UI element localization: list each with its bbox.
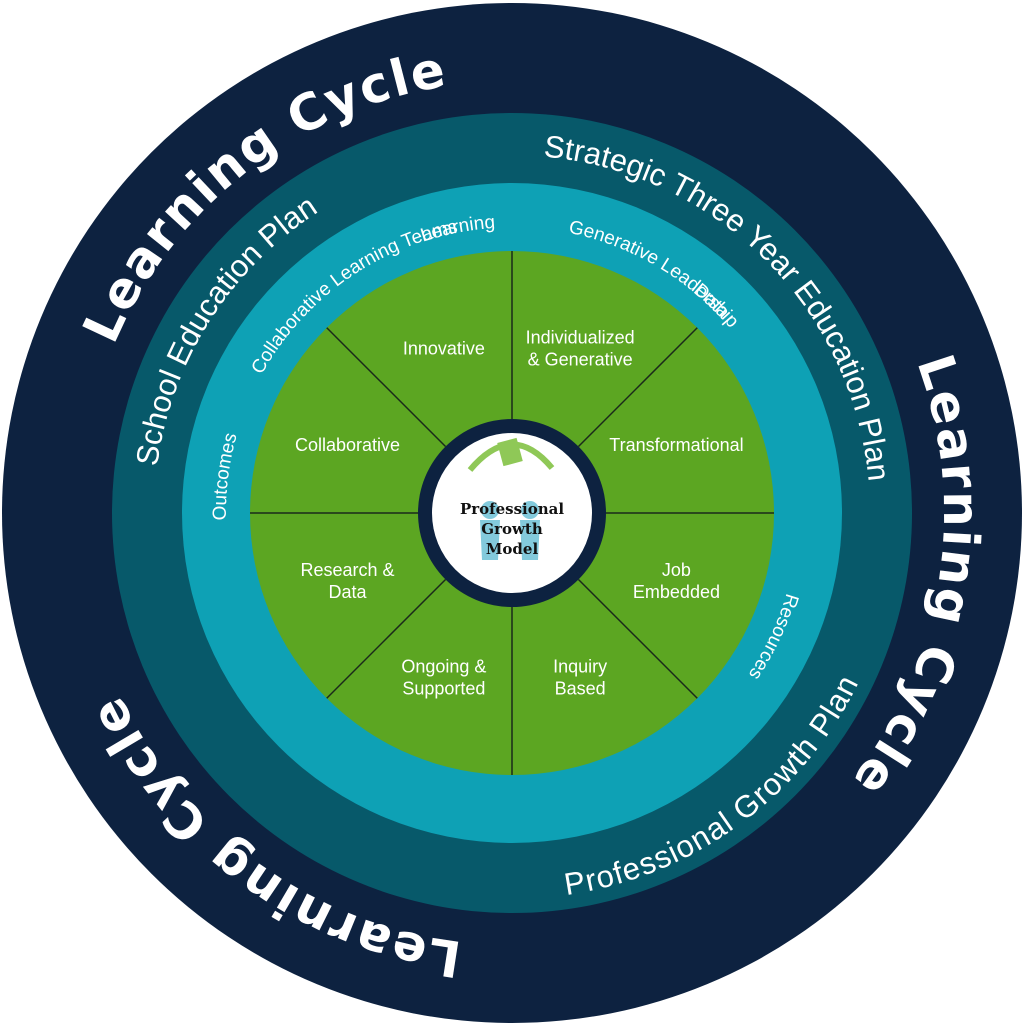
sector-divider — [326, 578, 447, 699]
sector-label: Based — [555, 678, 606, 698]
sector-label: Collaborative — [295, 435, 400, 455]
sector-label: Research & — [301, 560, 395, 580]
sector-label: Job — [662, 560, 691, 580]
sector-labels: Individualized& GenerativeTransformation… — [295, 328, 744, 699]
people-with-book-icon — [467, 437, 555, 560]
sector-label: & Generative — [528, 350, 633, 370]
sector-divider — [577, 327, 698, 448]
sector-label: Data — [329, 582, 368, 602]
hub-fill — [432, 433, 592, 593]
sector-label: Transformational — [609, 435, 743, 455]
sector-label: Ongoing & — [401, 656, 486, 676]
sector-label: Embedded — [633, 582, 720, 602]
sector-divider — [577, 578, 698, 699]
hub-label-line-3: Model — [486, 540, 539, 558]
hub-label-line-2: Growth — [481, 520, 543, 538]
sector-divider — [326, 327, 447, 448]
sector-dividers — [250, 251, 774, 775]
sector-label: Supported — [402, 678, 485, 698]
sector-label: Innovative — [403, 339, 485, 359]
sector-label: Inquiry — [553, 656, 607, 676]
sector-label: Individualized — [526, 328, 635, 348]
hub-label-line-1: Professional — [460, 500, 564, 518]
